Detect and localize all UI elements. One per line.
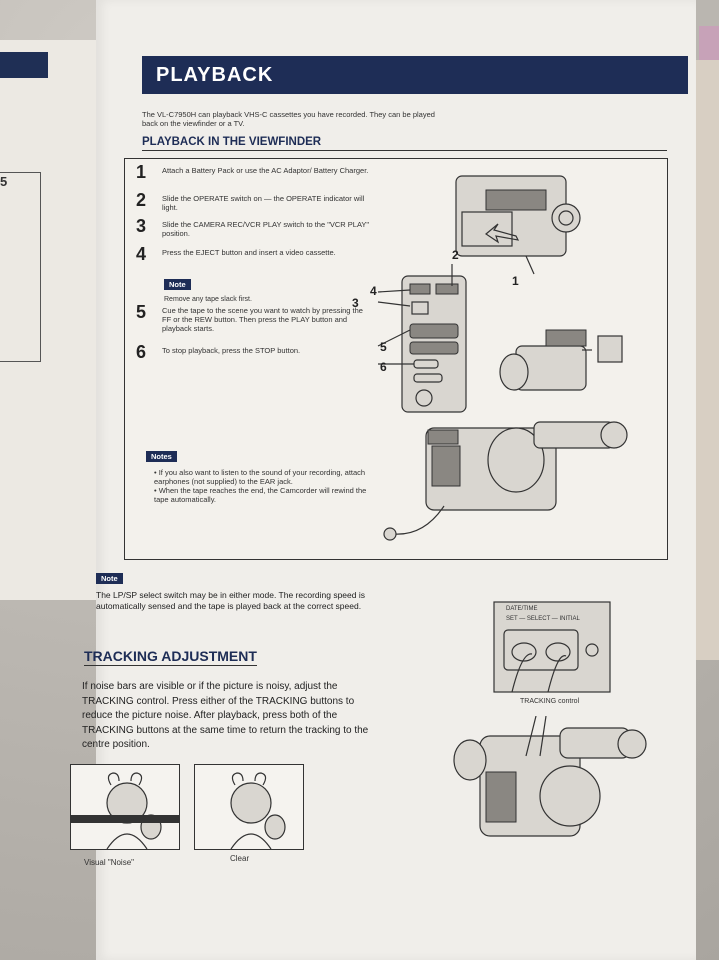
camcorder-tracking-illustration [453, 716, 647, 837]
left-page: 5 [0, 40, 101, 600]
callout-1: 1 [512, 274, 519, 288]
notes-block: Notes If you also want to listen to the … [146, 446, 376, 504]
set-select-label: SET — SELECT — INITIAL [506, 616, 580, 622]
note-tag: Note [164, 279, 191, 290]
tracking-text: If noise bars are visible or if the pict… [82, 681, 369, 750]
tracking-control-label: TRACKING control [520, 698, 580, 705]
date-time-label: DATE/TIME [506, 606, 538, 612]
callout-4: 4 [370, 284, 377, 298]
camcorder-bottom-illustration [383, 421, 628, 541]
note-tag: Note [96, 573, 123, 584]
callout-3: 3 [352, 296, 359, 310]
callout-5: 5 [380, 340, 387, 354]
notes-item: If you also want to listen to the sound … [154, 468, 376, 486]
camcorder-top-illustration [455, 175, 581, 275]
section-heading: PLAYBACK IN THE VIEWFINDER [142, 136, 667, 151]
step-text: Slide the CAMERA REC/VCR PLAY switch to … [162, 220, 370, 238]
step-text: Attach a Battery Pack or use the AC Adap… [162, 166, 369, 175]
tracking-panel-illustration [493, 601, 611, 693]
clear-label: Clear [230, 854, 250, 863]
left-page-digit: 5 [0, 174, 8, 189]
step-number: 4 [136, 244, 147, 264]
note-tape-slack: Note Remove any tape slack first. [164, 274, 252, 303]
step-text: Cue the tape to the scene you want to wa… [162, 306, 363, 333]
notes-item: When the tape reaches the end, the Camco… [154, 486, 376, 504]
control-panel-illustration [377, 264, 467, 413]
clear-thumbnail [194, 764, 304, 850]
step-text: To stop playback, press the STOP button. [162, 346, 301, 355]
camcorder-illustrations [377, 175, 628, 541]
step-number: 2 [136, 190, 147, 210]
notes-tag: Notes [146, 451, 177, 462]
left-page-header-bar [0, 52, 48, 78]
note-lp-sp: Note The LP/SP select switch may be in e… [96, 568, 376, 612]
step-text: Slide the OPERATE switch on — the OPERAT… [162, 194, 365, 212]
callout-6: 6 [380, 360, 387, 374]
noise-thumbnail [70, 764, 180, 850]
step-number: 1 [136, 162, 147, 182]
step-number: 3 [136, 216, 147, 236]
noise-label: Visual "Noise" [84, 858, 134, 867]
callout-2: 2 [452, 248, 459, 262]
note-text: Remove any tape slack first. [164, 296, 252, 303]
intro-text: The VL-C7950H can playback VHS-C cassett… [142, 110, 435, 128]
manual-page: PLAYBACK The VL-C7950H can playback VHS-… [70, 0, 696, 960]
step-number: 6 [136, 342, 147, 362]
tracking-heading: TRACKING ADJUSTMENT [84, 648, 257, 666]
camcorder-side-illustration [499, 329, 623, 391]
left-page-frame [0, 172, 41, 362]
notes-list: If you also want to listen to the sound … [146, 468, 376, 504]
note-text: The LP/SP select switch may be in either… [96, 590, 365, 611]
step-number: 5 [136, 302, 147, 322]
page-header: PLAYBACK [142, 56, 688, 94]
step-text: Press the EJECT button and insert a vide… [162, 248, 336, 257]
page-title: PLAYBACK [156, 64, 274, 86]
